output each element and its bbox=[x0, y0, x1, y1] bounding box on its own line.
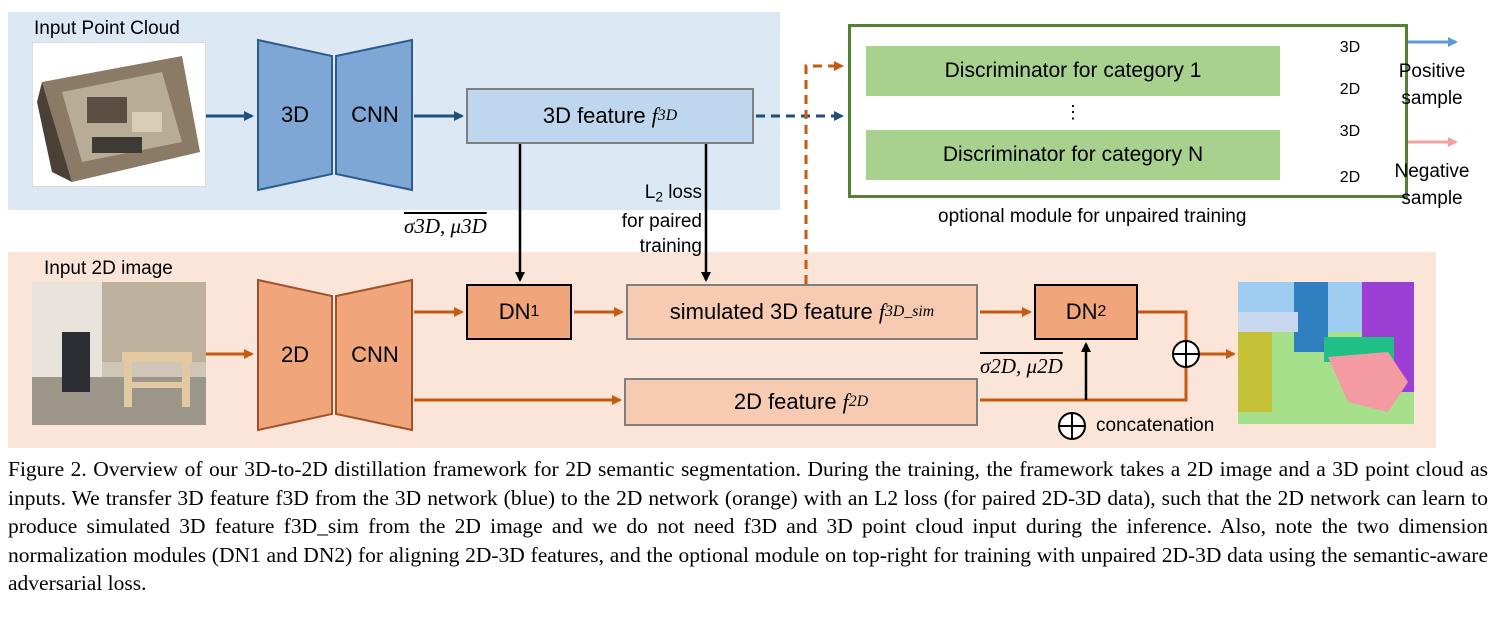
2d-cnn-left-label: 2D bbox=[280, 342, 310, 367]
l2-loss-line3: training bbox=[639, 236, 702, 258]
l2-loss-line2: for paired bbox=[621, 211, 702, 233]
l2-loss-sub: 2 bbox=[655, 189, 663, 205]
point-cloud-image bbox=[32, 42, 206, 187]
figure-caption: Figure 2. Overview of our 3D-to-2D disti… bbox=[8, 455, 1488, 598]
3d-feature-text: 3D feature bbox=[542, 103, 652, 128]
simulated-feature-subscript: 3D_sim bbox=[884, 303, 935, 320]
segmentation-output-image bbox=[1238, 282, 1414, 424]
2d-cnn-shape bbox=[257, 278, 413, 432]
input-point-cloud-label: Input Point Cloud bbox=[34, 18, 180, 39]
negative-line2: sample bbox=[1401, 188, 1463, 209]
2d-feature-subscript: 2D bbox=[848, 393, 869, 410]
stats-2d-label: σ2D, μ2D bbox=[980, 354, 1063, 378]
positive-line1: Positive bbox=[1398, 61, 1466, 82]
l2-loss-word: loss bbox=[662, 182, 702, 203]
simulated-feature-text: simulated 3D feature bbox=[669, 299, 879, 324]
3d-cnn-left-label: 3D bbox=[280, 102, 310, 127]
discriminator-n-box: Discriminator for category N bbox=[866, 130, 1280, 180]
dn1-subscript: 1 bbox=[530, 303, 540, 320]
concatenation-label: concatenation bbox=[1096, 415, 1215, 436]
concatenation-symbol bbox=[1058, 340, 1200, 440]
vertical-ellipsis: ⋮ bbox=[1064, 101, 1082, 122]
negative-line1: Negative bbox=[1394, 161, 1470, 182]
optional-module-label: optional module for unpaired training bbox=[938, 206, 1247, 227]
3d-feature-symbol: f bbox=[651, 103, 658, 128]
2d-cnn-right-label: CNN bbox=[351, 342, 399, 367]
2d-feature-text: 2D feature bbox=[733, 389, 843, 414]
l2-loss-label: L2 loss for paired training bbox=[598, 180, 702, 259]
orange-arrows bbox=[206, 61, 1236, 405]
negative-sample-legend: Negative sample bbox=[1390, 158, 1474, 212]
stats-3d-label: σ3D, μ3D bbox=[404, 214, 487, 238]
input-2d-image bbox=[32, 282, 206, 425]
black-arrows bbox=[515, 144, 1091, 400]
positive-line2: sample bbox=[1401, 88, 1463, 109]
output-3d-node-1: 3D bbox=[1339, 39, 1361, 56]
discriminator-1-box: Discriminator for category 1 bbox=[866, 46, 1280, 96]
caption-text: Figure 2. Overview of our 3D-to-2D disti… bbox=[8, 457, 1488, 595]
dn2-subscript: 2 bbox=[1097, 303, 1107, 320]
positive-sample-legend: Positive sample bbox=[1390, 58, 1474, 112]
output-3d-node-n: 3D bbox=[1339, 123, 1361, 140]
3d-feature-subscript: 3D bbox=[657, 107, 678, 124]
simulated-feature-symbol: f bbox=[878, 299, 885, 324]
l2-loss-l: L bbox=[644, 182, 656, 203]
output-2d-node-n: 2D bbox=[1339, 169, 1361, 186]
output-2d-node-1: 2D bbox=[1339, 81, 1361, 98]
3d-cnn-right-label: CNN bbox=[351, 102, 399, 127]
dn2-label: DN bbox=[1065, 299, 1098, 324]
2d-feature-symbol: f bbox=[842, 389, 849, 414]
input-2d-image-label: Input 2D image bbox=[44, 258, 173, 279]
dn1-label: DN bbox=[498, 299, 531, 324]
3d-cnn-shape bbox=[257, 38, 413, 192]
